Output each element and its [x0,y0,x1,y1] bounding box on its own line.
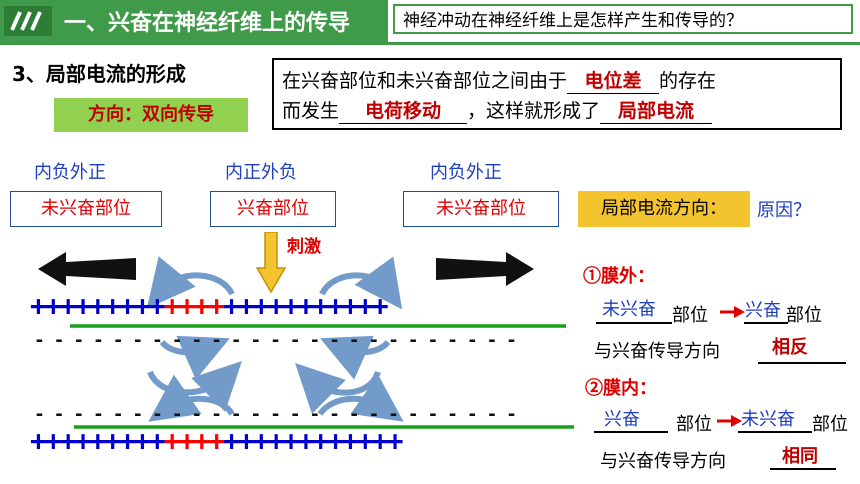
current-arrow-mid-right [295,363,381,414]
current-arrow-top-right [319,256,403,310]
answer-underline [758,362,846,364]
right-propagation-arrow-icon [436,252,534,286]
direction-box: 方向：双向传导 [54,98,248,132]
blank-potential-difference: 电位差 [567,66,660,94]
membrane-top-plus-row: ++++++++++++++++++++++++ [30,289,389,322]
plus-charges-left: +++++++++ [30,289,166,322]
section-title: 3、局部电流的形成 [12,62,186,86]
definition-line-1: 在兴奋部位和未兴奋部位之间由于电位差的存在 [282,66,716,94]
answer-underline [738,431,812,433]
outside-to-answer: 兴奋 [745,300,781,321]
inside-compare-text: 与兴奋传导方向 [600,451,726,472]
definition-text: 的存在 [659,70,717,92]
definition-text: ，这样就形成了 [467,100,601,122]
current-direction-box: 局部电流方向： [578,191,750,227]
state-label-right: 内负外正 [430,162,502,183]
blank-local-current: 局部电流 [600,96,713,124]
word-part: 部位 [786,305,822,326]
stimulus-label: 刺激 [287,237,321,257]
stimulus-arrow-icon [256,232,286,294]
question-box: 神经冲动在神经纤维上是怎样产生和传导的？ [393,4,853,34]
current-arrow-lower-right [317,374,404,422]
outside-membrane-title: ①膜外： [583,266,655,287]
plus-charges-right: +++++++++++ [223,289,388,322]
current-arrow-lower-left [148,374,235,422]
title-slash-icon [4,6,52,36]
answer-underline [596,322,672,324]
word-part: 部位 [676,414,712,435]
blank-charge-movement: 电荷移动 [339,96,468,124]
red-arrow-icon [720,306,745,318]
membrane-bottom-plus-row: +++++++++++++++++++++++++ [30,424,403,457]
answer-underline [770,468,836,470]
state-label-left: 内负外正 [34,162,106,183]
definition-text: 在兴奋部位和未兴奋部位之间由于 [282,70,568,92]
word-part: 部位 [672,305,708,326]
plus-charges-excited: ++++ [163,424,225,457]
outside-answer: 相反 [772,337,808,358]
state-label-middle: 内正外负 [225,162,297,183]
definition-line-2: 而发生电荷移动，这样就形成了局部电流 [282,96,713,124]
outside-from-answer: 未兴奋 [602,299,656,320]
answer-underline [594,431,668,433]
membrane-bottom-minus-row: - - - - - - - - - - - - - - - - - - - - … [34,404,517,425]
inside-answer: 相同 [782,446,818,467]
plus-charges-left: +++++++++ [30,424,166,457]
page-title: 一、兴奋在神经纤维上的传导 [64,11,351,36]
inside-membrane-title: ②膜内： [585,378,657,399]
current-arrow-mid-left [147,361,242,412]
inside-to-answer: 未兴奋 [741,409,795,430]
plus-charges-right: ++++++++++++ [223,424,403,457]
outside-compare-text: 与兴奋传导方向 [594,341,720,362]
title-bar [0,0,388,42]
definition-text: 而发生 [282,100,340,122]
answer-underline [744,322,788,324]
region-unexcited-left: 未兴奋部位 [10,191,162,227]
inside-from-answer: 兴奋 [604,409,640,430]
region-unexcited-right: 未兴奋部位 [403,191,559,227]
membrane-top-minus-row: - - - - - - - - - - - - - - - - - - - - … [34,330,517,351]
red-arrow-icon [717,415,742,427]
title-underline [0,42,860,45]
definition-box: 在兴奋部位和未兴奋部位之间由于电位差的存在 而发生电荷移动，这样就形成了局部电流 [272,58,842,130]
word-part: 部位 [812,414,848,435]
plus-charges-excited: ++++ [163,289,225,322]
current-arrow-top-left [146,256,235,309]
left-propagation-arrow-icon [38,252,136,286]
region-excited: 兴奋部位 [210,191,336,227]
current-arrow-upper-right [320,335,391,380]
current-arrow-upper-left [159,335,230,380]
reason-label: 原因？ [757,200,811,221]
